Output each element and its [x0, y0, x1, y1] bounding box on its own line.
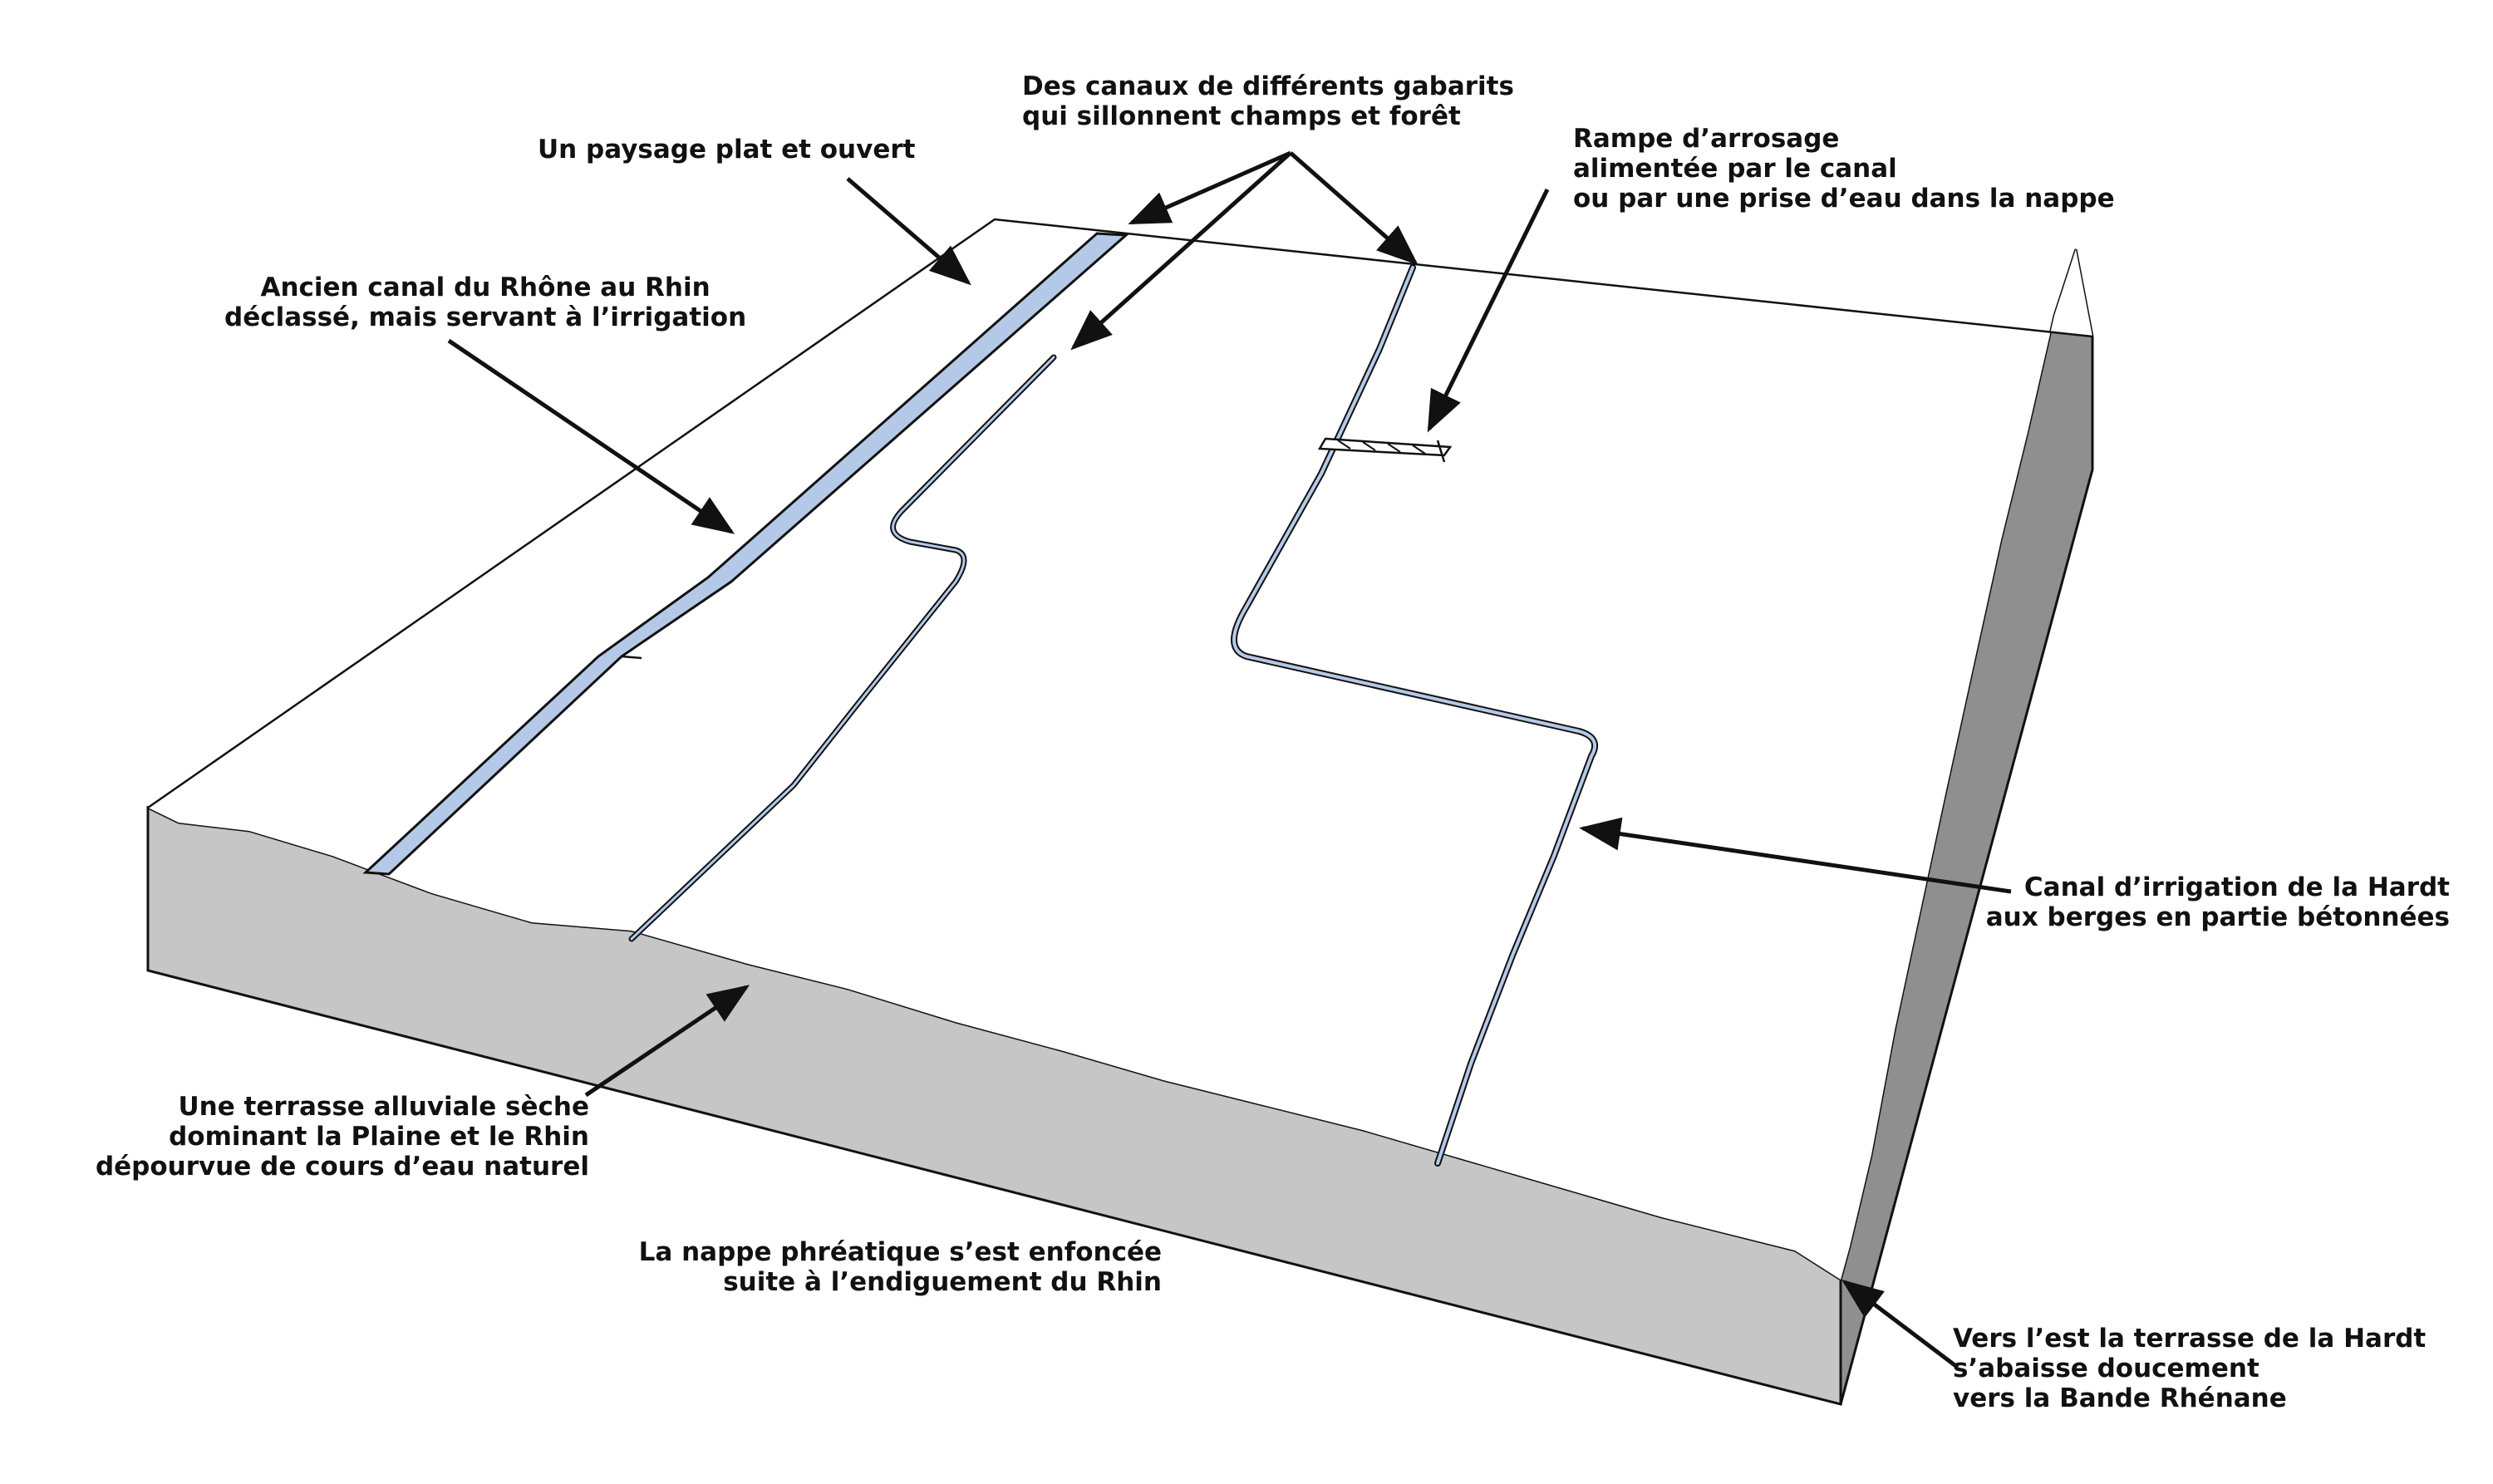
terrace-top-surface	[148, 219, 2092, 1280]
label-nappe: La nappe phréatique s’est enfoncée suite…	[638, 1237, 1162, 1297]
label-canaux: Des canaux de différents gabarits qui si…	[1022, 71, 1514, 131]
label-est: Vers l’est la terrasse de la Hardt s’aba…	[1953, 1324, 2427, 1413]
ancien-canal-rhone-rhin	[362, 232, 1129, 876]
arrow-paysage	[846, 177, 971, 286]
label-terrasse: Une terrasse alluviale sèche dominant la…	[95, 1092, 589, 1182]
arrow-canal-hardt	[1579, 817, 2012, 894]
terrace-top-edge-back	[147, 218, 2093, 809]
arrow-canaux-1	[1128, 150, 1292, 225]
arrow-canaux-3	[1289, 151, 1419, 266]
label-canal-hardt: Canal d’irrigation de la Hardt aux berge…	[1985, 872, 2450, 932]
label-paysage: Un paysage plat et ouvert	[538, 135, 916, 165]
arrow-canaux-2	[1070, 151, 1292, 351]
arrow-rampe	[1427, 188, 1550, 433]
arrow-ancien-canal	[447, 338, 735, 534]
arrow-terrasse	[584, 985, 750, 1098]
label-rampe: Rampe d’arrosage alimentée par le canal …	[1573, 124, 2115, 214]
arrow-est	[1841, 1279, 1959, 1369]
rampe-arrosage	[1317, 437, 1453, 463]
label-ancien-canal: Ancien canal du Rhône au Rhin déclassé, …	[224, 273, 747, 332]
ancien-canal-lock	[621, 655, 642, 660]
